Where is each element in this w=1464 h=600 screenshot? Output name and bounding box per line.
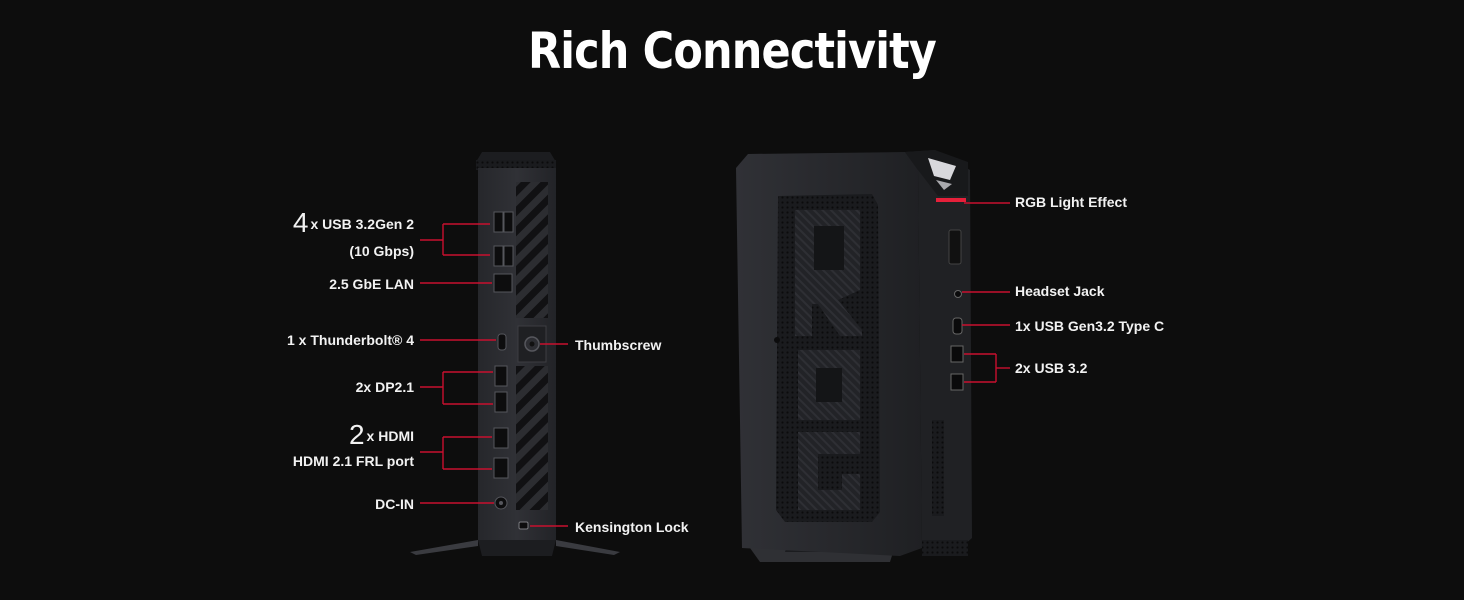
hdmi-count: 2 [348,419,365,450]
callout-dp: 2x DP2.1 [355,379,414,395]
front-view-device [736,150,972,562]
usb-count: 4 [292,207,309,238]
callout-usb-speed: (10 Gbps) [349,243,414,259]
callout-lan: 2.5 GbE LAN [329,276,414,292]
rear-view-device [410,152,620,556]
callout-rgb: RGB Light Effect [1015,194,1127,210]
page-title: Rich Connectivity [528,22,937,80]
callout-dcin: DC-IN [375,496,414,512]
callout-usb-c: 1x USB Gen3.2 Type C [1015,318,1165,334]
hdmi-label: x HDMI [366,428,414,444]
usb-label: x USB 3.2Gen 2 [310,216,415,232]
callout-lines [420,202,1010,527]
callout-kensington: Kensington Lock [575,519,689,535]
callout-headset: Headset Jack [1015,283,1105,299]
callout-hdmi-sub: HDMI 2.1 FRL port [292,453,414,469]
callout-thunderbolt: 1 x Thunderbolt® 4 [287,332,414,348]
callout-usb32: 2x USB 3.2 [1015,360,1088,376]
callout-thumbscrew: Thumbscrew [575,337,662,353]
